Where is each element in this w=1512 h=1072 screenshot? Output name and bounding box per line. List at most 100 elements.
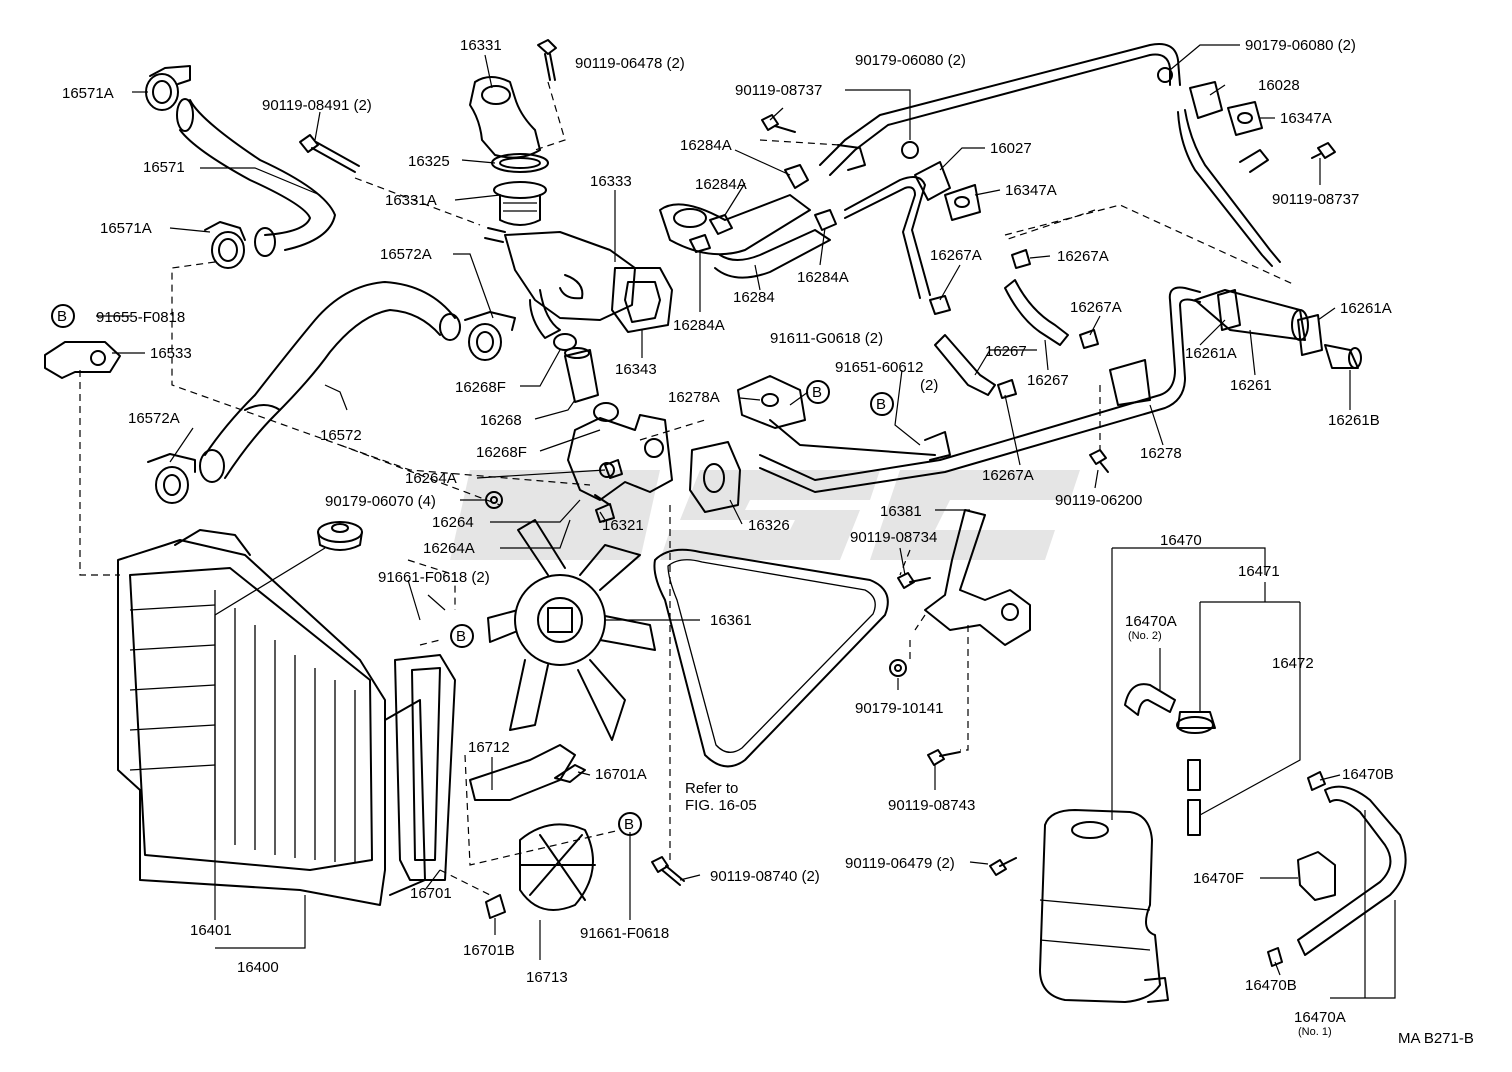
label-90179-06080-a: 90179-06080 (2)	[855, 52, 966, 69]
label-16572: 16572	[320, 427, 362, 444]
bolt-90119-06479	[989, 857, 1017, 876]
hose-16267-right	[1004, 279, 1069, 346]
label-16347a-mid: 16347A	[1005, 182, 1057, 199]
label-16470a-top-sub: (No. 2)	[1128, 630, 1162, 642]
label-16331: 16331	[460, 37, 502, 54]
label-16321: 16321	[602, 517, 644, 534]
label-91651-60612: 91651-60612	[835, 359, 923, 376]
label-16400: 16400	[237, 959, 279, 976]
lower-radiator-hose-16572	[199, 281, 461, 483]
label-16284: 16284	[733, 289, 775, 306]
radiator-cap-16401	[317, 521, 363, 551]
gasket-16347a-mid	[944, 184, 981, 221]
label-16470a-top: 16470A	[1125, 613, 1177, 630]
pipe-right-upper	[1177, 109, 1281, 267]
label-16027: 16027	[990, 140, 1032, 157]
hose-clamp-16572a-bottom	[147, 453, 196, 504]
shroud-clip-16701a	[554, 764, 586, 783]
label-16470: 16470	[1160, 532, 1202, 549]
label-90119-08734: 90119-08734	[850, 529, 937, 546]
label-16261: 16261	[1230, 377, 1272, 394]
bypass-pipe-16268	[564, 347, 599, 403]
label-90119-06479: 90119-06479 (2)	[845, 855, 955, 872]
label-16361: 16361	[710, 612, 752, 629]
label-16268: 16268	[480, 412, 522, 429]
label-16261a-2: 16261A	[1185, 345, 1237, 362]
label-16701a: 16701A	[595, 766, 647, 783]
callout-b-4: B	[456, 628, 466, 645]
bolt-90119-08737a	[761, 114, 796, 133]
pipe-16278a	[737, 375, 936, 456]
label-16284a-2: 16284A	[695, 176, 747, 193]
plate-16028	[1189, 81, 1223, 119]
gasket-16326	[689, 441, 741, 513]
label-90179-06080-b: 90179-06080 (2)	[1245, 37, 1356, 54]
label-91661-f0618-a: 91661-F0618 (2)	[378, 569, 490, 586]
label-16264a-1: 16264A	[405, 470, 457, 487]
label-16284a-1: 16284A	[680, 137, 732, 154]
label-16343: 16343	[615, 361, 657, 378]
hose-clamp-16571a-top	[145, 65, 191, 111]
reservoir-hose-16470a-no2	[1124, 683, 1176, 716]
heater-pipe-upper	[819, 43, 1181, 299]
bolt-90119-08734	[897, 572, 931, 589]
label-16326: 16326	[748, 517, 790, 534]
label-16470b-bottom: 16470B	[1245, 977, 1297, 994]
shroud-clip-16701b	[485, 894, 506, 919]
label-90179-10141: 90179-10141	[855, 700, 943, 717]
label-90119-08737-a: 90119-08737	[735, 82, 822, 99]
label-16267a-4: 16267A	[982, 467, 1034, 484]
heater-hose-16284	[659, 194, 831, 279]
clamps-16261a	[1217, 289, 1323, 356]
label-16325: 16325	[408, 153, 450, 170]
label-16571: 16571	[143, 159, 185, 176]
clamps-16267a	[929, 249, 1099, 399]
label-16261a-1: 16261A	[1340, 300, 1392, 317]
label-90179-06070: 90179-06070 (4)	[325, 493, 436, 510]
bracket-16533	[44, 341, 121, 379]
label-16701: 16701	[410, 885, 452, 902]
water-pipe-16278	[759, 286, 1201, 493]
label-16572a-top: 16572A	[380, 246, 432, 263]
label-16267-1: 16267	[985, 343, 1027, 360]
label-16470a-bottom: 16470A	[1294, 1009, 1346, 1026]
label-16267-2: 16267	[1027, 372, 1069, 389]
label-16571a-mid: 16571A	[100, 220, 152, 237]
bolt-90119-08737b	[1311, 142, 1336, 159]
label-90119-08491: 90119-08491 (2)	[262, 97, 372, 114]
bolt-90119-08491	[299, 134, 360, 173]
label-16261b: 16261B	[1328, 412, 1380, 429]
label-16333: 16333	[590, 173, 632, 190]
hose-clamps-16284a	[689, 164, 837, 253]
label-90119-08743: 90119-08743	[888, 797, 975, 814]
label-16472: 16472	[1272, 655, 1314, 672]
callout-b-2: B	[812, 384, 822, 401]
radiator-16400	[117, 529, 426, 906]
pipe-16261b	[1324, 344, 1362, 369]
label-16712: 16712	[468, 739, 510, 756]
fan-pulley-bracket-16381	[924, 509, 1031, 646]
thermostat-16331a	[493, 181, 547, 226]
gasket-16343	[611, 267, 673, 333]
label-16401: 16401	[190, 922, 232, 939]
label-16264: 16264	[432, 514, 474, 531]
label-16713: 16713	[526, 969, 568, 986]
label-91611-g0618: 91611-G0618 (2)	[770, 330, 883, 347]
nut-90179-06080a	[901, 141, 919, 159]
bolt-90119-08740	[651, 856, 685, 886]
label-16701b: 16701B	[463, 942, 515, 959]
hose-16267-left	[934, 334, 996, 396]
reservoir-cap-16472	[1176, 711, 1216, 836]
cooling-fan-16361	[487, 519, 656, 741]
o-ring-16268f-top	[553, 333, 577, 351]
label-16347a-top: 16347A	[1280, 110, 1332, 127]
label-90119-06200: 90119-06200	[1055, 492, 1142, 509]
label-16268f-1: 16268F	[455, 379, 506, 396]
label-90119-08740: 90119-08740 (2)	[710, 868, 820, 885]
hose-clamp-16571a-mid	[204, 221, 246, 269]
gasket-16347a-top	[1227, 101, 1263, 136]
hose-clamp-16572a-top	[464, 311, 516, 361]
upper-radiator-hose-16571	[176, 98, 336, 257]
hose-clamp-16470f	[1297, 851, 1336, 901]
